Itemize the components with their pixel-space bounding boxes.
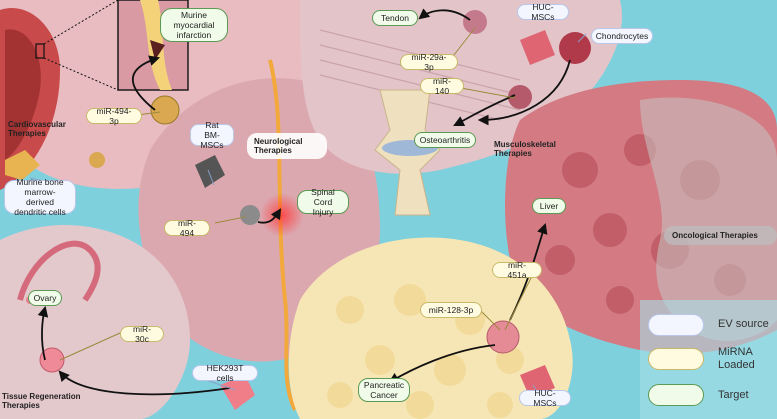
hek-cell-shape xyxy=(220,375,255,410)
mirna-mir-140: miR-140 xyxy=(420,76,464,96)
mirna-mir-30c: miR-30c xyxy=(120,324,164,344)
ev-source-huc-mscs-bottom: HUC-MSCs xyxy=(519,388,571,408)
ev-source-rat-bm-mscs: Rat BM- MSCs xyxy=(190,120,234,150)
legend-label-ev-source: EV source xyxy=(718,318,769,330)
ev-source-bone-marrow-dc: Murine bone marrow-derived dendritic cel… xyxy=(4,177,76,217)
theme-neurological: Neurological Therapies xyxy=(247,133,327,159)
legend-swatch-ev-source xyxy=(648,314,704,336)
legend-swatch-target xyxy=(648,384,704,406)
legend-swatch-mirna xyxy=(648,348,704,370)
ev-source-hek293t: HEK293T cells xyxy=(192,363,258,383)
target-liver: Liver xyxy=(532,198,566,214)
theme-oncological: Oncological Therapies xyxy=(664,226,777,245)
huc-msc-bottom-shape xyxy=(520,365,555,398)
mirna-mir-451a: miR-451a xyxy=(492,260,542,280)
theme-tissue-regeneration: Tissue Regeneration Therapies xyxy=(2,392,81,410)
theme-cardiovascular: Cardiovascular Therapies xyxy=(8,120,66,138)
theme-musculoskeletal: Musculoskeletal Therapies xyxy=(494,140,556,158)
legend-label-mirna: MiRNA Loaded xyxy=(718,346,755,371)
target-ovary: Ovary xyxy=(28,290,62,306)
target-spinal-cord-injury: Spinal Cord Injury xyxy=(297,187,349,217)
dendritic-cell-shape xyxy=(5,150,40,180)
target-osteoarthritis: Osteoarthritis xyxy=(414,132,476,148)
mirna-mir-29a-3p: miR-29a-3p xyxy=(400,52,458,72)
ev-source-huc-mscs-top: HUC-MSCs xyxy=(517,2,569,22)
mirna-mir-128-3p: miR-128-3p xyxy=(420,302,482,318)
huc-msc-top-shape xyxy=(520,30,555,65)
legend-label-target: Target xyxy=(718,389,749,401)
pancreatic-tissue xyxy=(288,237,573,419)
rat-msc-shape xyxy=(195,155,225,188)
ev-source-chondrocytes: Chondrocytes xyxy=(591,28,653,44)
target-tendon: Tendon xyxy=(372,10,418,26)
mirna-mir-494-3p: miR-494-3p xyxy=(86,106,142,126)
target-pancreatic-cancer: Pancreatic Cancer xyxy=(358,378,410,402)
mirna-mir-494: miR-494 xyxy=(164,218,210,238)
target-myocardial-infarction: Murine myocardial infarction xyxy=(160,8,228,42)
uterus-illustration xyxy=(17,240,101,302)
